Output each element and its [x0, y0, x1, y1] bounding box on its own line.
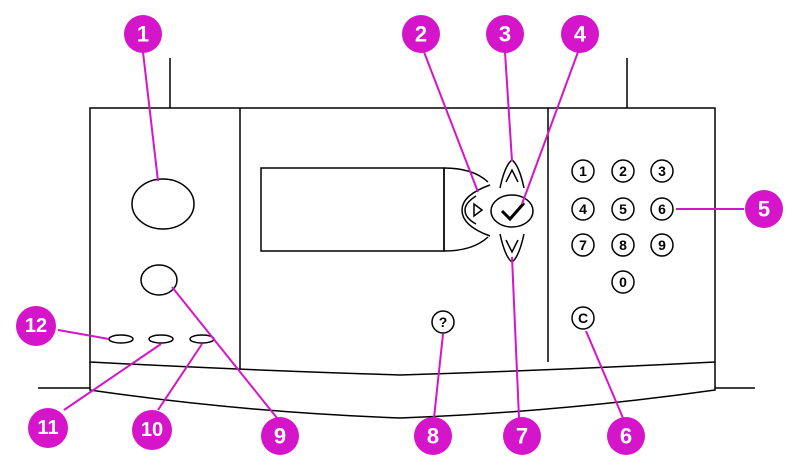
- status-light-left: [108, 334, 134, 344]
- key-1[interactable]: [571, 159, 595, 183]
- callout-8: 8: [414, 417, 452, 455]
- menu-button[interactable]: [140, 264, 178, 296]
- callout-12-label: 12: [25, 315, 47, 337]
- panel-bottom-edge: [89, 362, 716, 419]
- callout-4: 4: [561, 15, 599, 53]
- leader-lines: [57, 51, 744, 419]
- display-right-bracket: [443, 167, 489, 183]
- help-button[interactable]: [431, 310, 455, 334]
- callout-1: 1: [124, 15, 162, 53]
- leader-9: [171, 286, 278, 419]
- numeric-keypad: 1 2 3 4 5 6 7 8 9 0 C: [571, 159, 674, 330]
- display-screen: [260, 167, 445, 252]
- panel-outline: [89, 107, 716, 376]
- key-4[interactable]: [571, 197, 595, 221]
- key-1-label: 1: [579, 163, 587, 179]
- leader-8: [433, 333, 444, 419]
- power-button[interactable]: [131, 178, 195, 230]
- key-3-label: 3: [658, 163, 666, 179]
- key-3[interactable]: [650, 159, 674, 183]
- callout-8-label: 8: [427, 424, 439, 449]
- key-clear[interactable]: [571, 306, 595, 330]
- callout-7-label: 7: [516, 424, 528, 449]
- key-2-label: 2: [619, 163, 627, 179]
- callout-11: 11: [28, 408, 68, 448]
- leader-6: [585, 330, 624, 419]
- callout-10-label: 10: [141, 419, 163, 441]
- callout-10: 10: [132, 410, 172, 450]
- up-button[interactable]: [499, 159, 525, 189]
- callout-3: 3: [486, 15, 524, 53]
- key-0-label: 0: [619, 274, 627, 290]
- select-button[interactable]: [490, 194, 534, 228]
- leader-10: [157, 343, 203, 411]
- callout-3-label: 3: [499, 22, 511, 47]
- leader-11: [63, 343, 162, 411]
- key-clear-label: C: [578, 310, 588, 326]
- callout-2-label: 2: [415, 22, 427, 47]
- help-button-label: ?: [439, 314, 448, 330]
- back-arrow-icon: [473, 202, 484, 218]
- callout-12: 12: [16, 306, 56, 346]
- leader-1: [142, 51, 159, 182]
- key-6-label: 6: [658, 201, 666, 217]
- leader-2: [423, 51, 479, 193]
- callout-6-label: 6: [620, 424, 632, 449]
- key-5-label: 5: [619, 201, 627, 217]
- checkmark-icon: [500, 202, 526, 222]
- callout-5: 5: [745, 190, 783, 228]
- key-8-label: 8: [619, 237, 627, 253]
- key-8[interactable]: [611, 233, 635, 257]
- key-2[interactable]: [611, 159, 635, 183]
- down-arrow-icon: [505, 239, 519, 254]
- key-4-label: 4: [579, 201, 587, 217]
- callout-1-label: 1: [137, 22, 149, 47]
- key-5[interactable]: [611, 197, 635, 221]
- leader-12: [57, 329, 110, 340]
- key-7[interactable]: [571, 233, 595, 257]
- callout-9-label: 9: [274, 424, 286, 449]
- back-button[interactable]: [461, 184, 491, 237]
- callout-9: 9: [261, 417, 299, 455]
- key-6[interactable]: [650, 197, 674, 221]
- callout-7: 7: [503, 417, 541, 455]
- key-9-label: 9: [658, 237, 666, 253]
- up-arrow-icon: [505, 168, 519, 183]
- key-0[interactable]: [611, 270, 635, 294]
- callout-5-label: 5: [758, 197, 770, 222]
- leader-3: [504, 51, 513, 162]
- callout-2: 2: [402, 15, 440, 53]
- callout-6: 6: [607, 417, 645, 455]
- callout-4-label: 4: [574, 22, 587, 47]
- leader-7: [511, 256, 520, 419]
- display-right-bracket-bottom: [443, 236, 489, 252]
- status-light-middle: [148, 334, 174, 344]
- callout-11-label: 11: [37, 417, 58, 439]
- key-7-label: 7: [579, 237, 587, 253]
- leader-4: [521, 51, 579, 205]
- key-9[interactable]: [650, 233, 674, 257]
